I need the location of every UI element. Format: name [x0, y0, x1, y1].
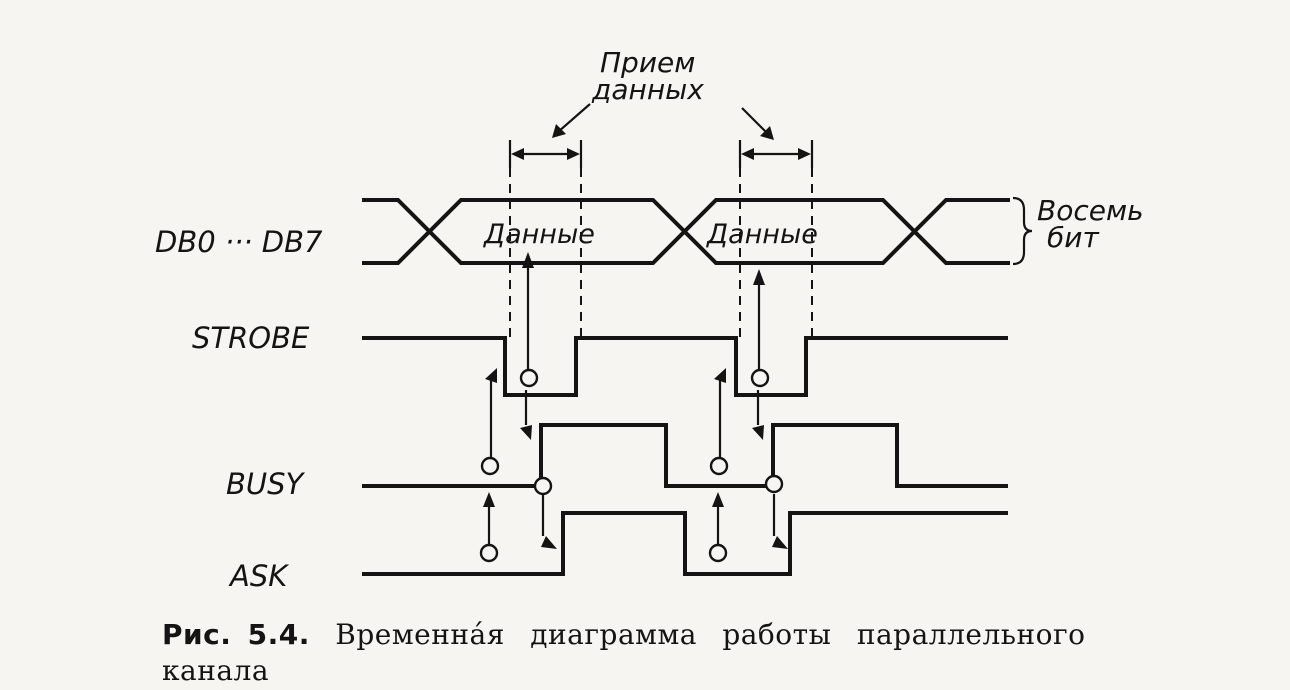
reception-label-line1: Прием: [600, 46, 695, 79]
figure-caption: Рис. 5.4. Временна́я диаграмма работы па…: [162, 617, 1142, 689]
busy-waveform: [362, 423, 1008, 488]
causality-arrows-cycle-2: [712, 269, 788, 549]
causality-arrows-cycle-1: [483, 252, 557, 549]
eight-bits-brace: [1012, 196, 1033, 266]
eight-bits-label-line2: бит: [1047, 221, 1099, 254]
ask-waveform: [362, 511, 1008, 576]
data-cell-label-2: Данные: [706, 219, 818, 250]
signal-label-ask: ASK: [228, 559, 289, 593]
reception-pointer-arrows: [552, 103, 774, 140]
caption-line-2: канала: [162, 654, 270, 687]
caption-line-1: Рис. 5.4. Временна́я диаграмма работы па…: [162, 617, 1142, 653]
reception-window-markers: [508, 140, 814, 168]
reception-label-line2: данных: [591, 73, 704, 106]
signal-label-strobe: STROBE: [192, 321, 310, 355]
dashed-timing-lines: [509, 168, 813, 340]
caption-number: Рис. 5.4.: [162, 618, 310, 651]
event-circles: [479, 368, 784, 563]
db-bus-waveform: [362, 198, 1010, 265]
signal-label-busy: BUSY: [226, 467, 306, 501]
signal-label-db: DB0 ··· DB7: [155, 225, 323, 259]
eight-bits-label-line1: Восемь: [1037, 194, 1144, 227]
strobe-waveform: [362, 336, 1008, 397]
caption-text-line-1: Временна́я диаграмма работы параллельног…: [335, 618, 1086, 651]
data-cell-label-1: Данные: [483, 219, 595, 250]
